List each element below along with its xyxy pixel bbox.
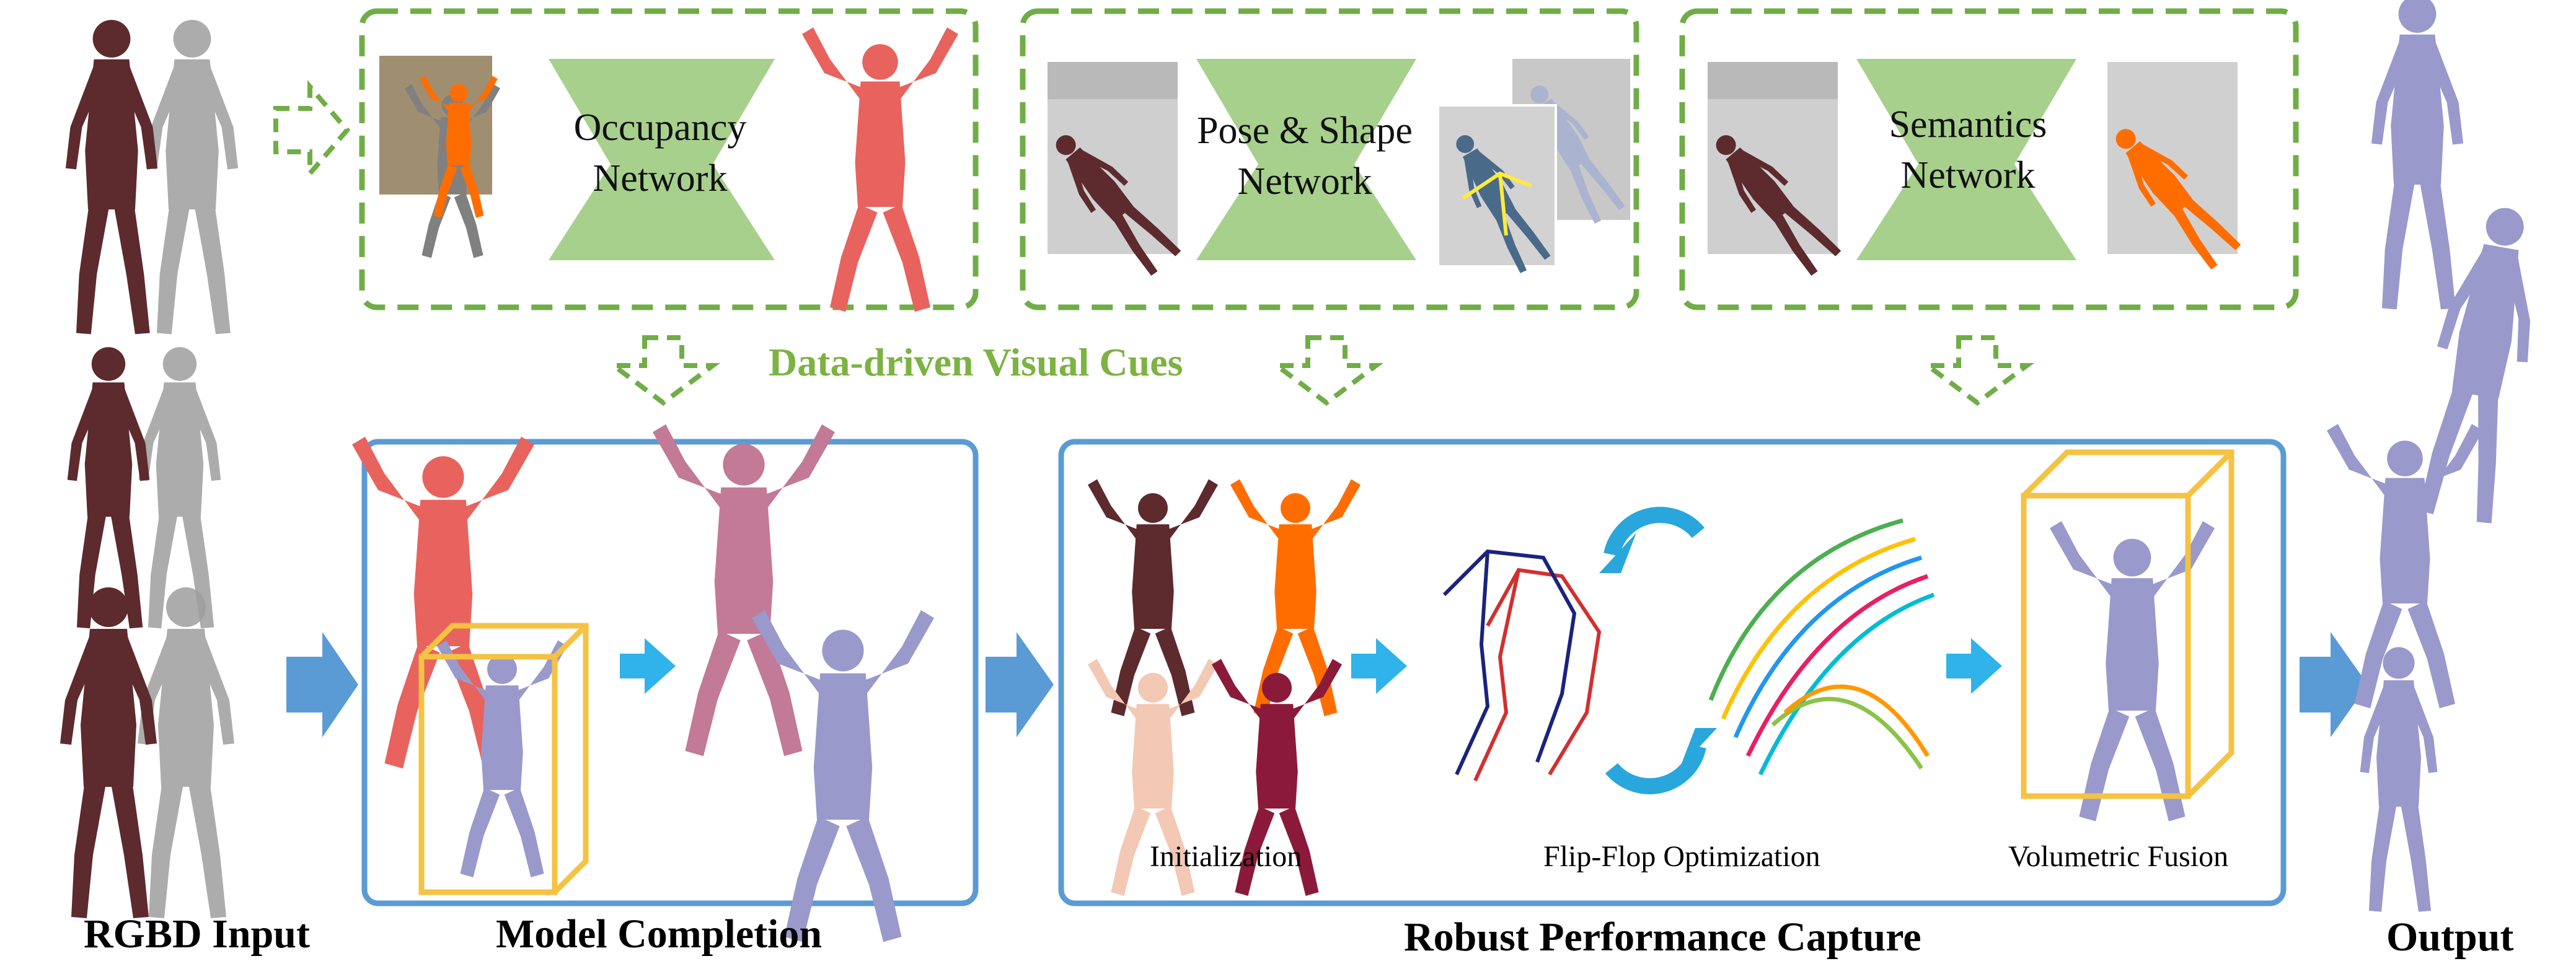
occupancy-network-label: Occupancy Network <box>545 102 775 204</box>
pose-network-shape <box>1196 59 1416 260</box>
solid-blue-arrows <box>286 632 2368 737</box>
semantics-contents <box>1701 59 2244 280</box>
volumetric-fusion-label: Volumetric Fusion <box>2008 840 2229 873</box>
semantics-label-line2: Network <box>1900 154 2036 196</box>
output-label: Output <box>2386 914 2514 960</box>
pose-label-line1: Pose & Shape <box>1197 110 1413 152</box>
performance-capture-panel <box>1058 439 2287 906</box>
arrow-init-to-flipflop <box>1351 638 1407 694</box>
yellow-volume-box <box>418 623 589 895</box>
pose-label-line2: Network <box>1237 160 1372 203</box>
completed-mesh <box>752 610 934 942</box>
dashed-down-arrows <box>606 335 2034 406</box>
red-mesh-output <box>802 27 958 312</box>
model-completion-contents <box>352 424 934 942</box>
rgbd-input-column <box>60 20 239 918</box>
occupancy-cue-box <box>359 8 979 310</box>
arrow-capture-to-output <box>2300 632 2368 737</box>
initialization-contents <box>1088 479 1361 896</box>
occupancy-contents <box>379 27 958 312</box>
arrow-completion-inner <box>620 638 676 694</box>
skeleton-blue <box>1442 549 1577 776</box>
flip-flop-label: Flip-Flop Optimization <box>1543 840 1820 873</box>
arrow-input-to-completion <box>286 632 358 737</box>
model-completion-label: Model Completion <box>496 911 823 957</box>
fusion-volume-box <box>2021 449 2234 799</box>
data-driven-cues-label: Data-driven Visual Cues <box>769 340 1183 384</box>
semantics-label-line1: Semantics <box>1889 103 2047 146</box>
arrow-completion-to-capture <box>986 632 1054 737</box>
cycle-arrow-bottom <box>1605 744 1706 794</box>
motion-field <box>1708 518 1935 776</box>
dashed-arrow-right <box>273 80 351 180</box>
arrow-flipflop-to-fusion <box>1946 638 2002 694</box>
data-driven-cues-row <box>359 8 2299 310</box>
occupancy-label-line2: Network <box>593 157 728 200</box>
pose-shape-contents <box>1041 59 1630 280</box>
rgb-photo-thumb <box>379 56 492 195</box>
semantics-network-label: Semantics Network <box>1850 99 2086 201</box>
semantics-cue-box <box>1679 8 2299 310</box>
occupancy-label-line1: Occupancy <box>573 107 747 149</box>
occupancy-network-shape <box>549 59 775 260</box>
semantics-network-shape <box>1856 59 2076 260</box>
initialization-label: Initialization <box>1150 840 1302 873</box>
robust-performance-capture-label: Robust Performance Capture <box>1404 914 1921 960</box>
output-meshes <box>2327 0 2554 912</box>
rgbd-input-label: RGBD Input <box>84 911 310 957</box>
volumetric-fusion-contents <box>2021 449 2234 822</box>
skeleton-red <box>1473 568 1602 782</box>
pose-shape-network-label: Pose & Shape Network <box>1178 105 1432 207</box>
flip-flop-contents <box>1442 507 1935 794</box>
pose-shape-cue-box <box>1020 8 1639 310</box>
cycle-arrow-top <box>1603 507 1705 557</box>
